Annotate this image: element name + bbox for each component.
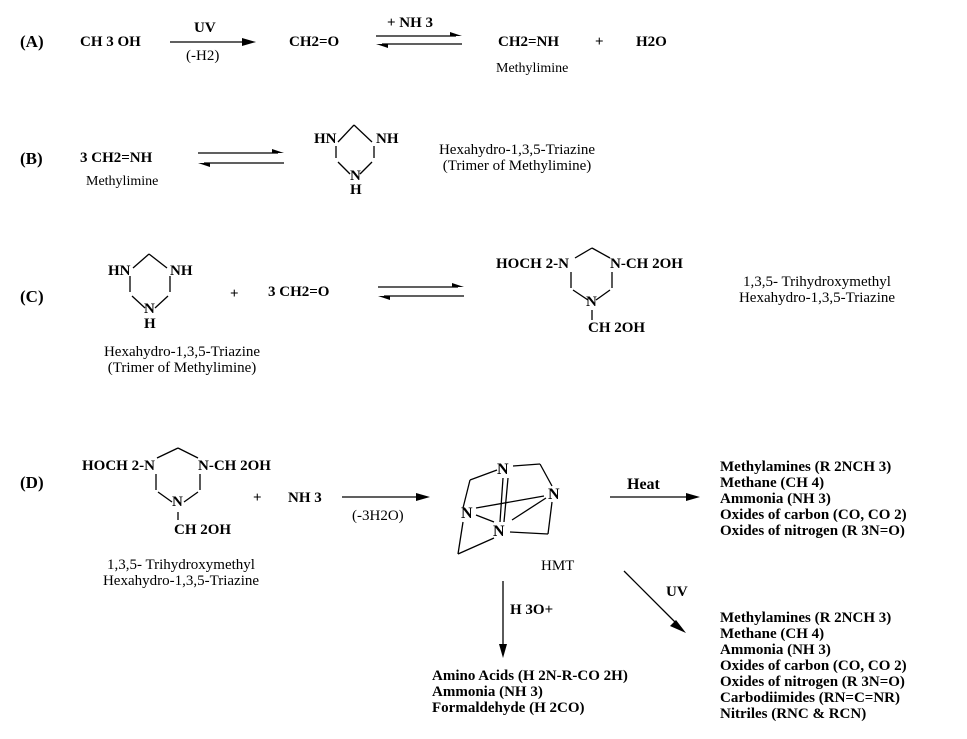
uv-product-4: Oxides of carbon (CO, CO 2) <box>720 658 907 674</box>
hmt-label: HMT <box>541 558 575 574</box>
hydroxymethyl-right-c: N-CH 2OH <box>610 256 683 272</box>
ring-n-c: N <box>144 301 155 317</box>
hydroxymethyl-right-d: N-CH 2OH <box>198 458 271 474</box>
uv-product-3: Ammonia (NH 3) <box>720 642 831 658</box>
ring-hn-c: HN <box>108 263 131 279</box>
triazine-name-c: Hexahydro-1,3,5-Triazine <box>103 344 261 360</box>
hydroxymethyl-bottom-c: CH 2OH <box>588 320 646 336</box>
hmt-n-top: N <box>497 461 509 478</box>
formaldehyde: CH2=O <box>289 34 340 50</box>
heat-product-3: Ammonia (NH 3) <box>720 491 831 507</box>
ring-nh-c: NH <box>170 263 193 279</box>
triazine-name-b: Hexahydro-1,3,5-Triazine <box>438 142 596 158</box>
row-b-label: (B) <box>20 149 43 168</box>
uv-label-d: UV <box>666 584 688 600</box>
heat-label: Heat <box>627 476 660 493</box>
minus-h2-label: (-H2) <box>186 48 220 64</box>
methylimine-formula: CH2=NH <box>498 34 560 50</box>
heat-product-4: Oxides of carbon (CO, CO 2) <box>720 507 907 523</box>
plus-sign-c: + <box>230 286 239 302</box>
ring-nh-b: NH <box>376 131 399 147</box>
row-d-label: (D) <box>20 473 44 492</box>
row-a-label: (A) <box>20 32 44 51</box>
methylimine-name: Methylimine <box>496 61 569 76</box>
row-c-label: (C) <box>20 287 44 306</box>
acid-product-3: Formaldehyde (H 2CO) <box>432 700 585 716</box>
trimer-note-b: (Trimer of Methylimine) <box>442 158 592 174</box>
water: H2O <box>636 34 667 50</box>
ring-h-b: H <box>350 182 362 198</box>
ring-h-c: H <box>144 316 156 332</box>
methylimine-name-b: Methylimine <box>86 174 159 189</box>
plus-sign-a: + <box>595 34 604 50</box>
methanol: CH 3 OH <box>80 34 141 50</box>
hydroxymethyl-left-d: HOCH 2-N <box>82 458 155 474</box>
ring-hn-b: HN <box>314 131 337 147</box>
hydroxymethyl-left-c: HOCH 2-N <box>496 256 569 272</box>
uv-product-1: Methylamines (R 2NCH 3) <box>720 610 892 626</box>
trihydroxymethyl-name-c: 1,3,5- Trihydroxymethyl <box>743 274 891 290</box>
ring-n-b: N <box>350 168 361 184</box>
three-formaldehyde: 3 CH2=O <box>268 284 330 300</box>
uv-label-a: UV <box>194 20 216 36</box>
ring-n-bottom-c: N <box>586 294 597 310</box>
acid-product-1: Amino Acids (H 2N-R-CO 2H) <box>432 668 628 684</box>
hydronium-label: H 3O+ <box>510 602 554 618</box>
heat-product-5: Oxides of nitrogen (R 3N=O) <box>720 523 905 539</box>
plus-sign-d: + <box>253 490 262 506</box>
hmt-n-bottom: N <box>493 523 505 540</box>
three-methylimine: 3 CH2=NH <box>80 150 153 166</box>
heat-product-1: Methylamines (R 2NCH 3) <box>720 459 892 475</box>
trihydroxymethyl-name-d: 1,3,5- Trihydroxymethyl <box>107 557 255 573</box>
ring-n-bottom-d: N <box>172 494 183 510</box>
triazine-name-c2: Hexahydro-1,3,5-Triazine <box>738 290 896 306</box>
uv-product-2: Methane (CH 4) <box>720 626 825 642</box>
trimer-note-c: (Trimer of Methylimine) <box>107 360 257 376</box>
uv-product-5: Oxides of nitrogen (R 3N=O) <box>720 674 905 690</box>
uv-product-7: Nitriles (RNC & RCN) <box>720 706 867 722</box>
triazine-name-d: Hexahydro-1,3,5-Triazine <box>102 573 260 589</box>
heat-product-2: Methane (CH 4) <box>720 475 825 491</box>
ammonia-reagent: NH 3 <box>288 490 322 506</box>
minus-3-water-label: (-3H2O) <box>352 508 404 524</box>
plus-ammonia-label: + NH 3 <box>387 15 434 31</box>
acid-product-2: Ammonia (NH 3) <box>432 684 543 700</box>
hydroxymethyl-bottom-d: CH 2OH <box>174 522 232 538</box>
hmt-n-right: N <box>548 486 560 503</box>
hmt-n-left: N <box>461 505 473 522</box>
uv-product-6: Carbodiimides (RN=C=NR) <box>720 690 901 706</box>
